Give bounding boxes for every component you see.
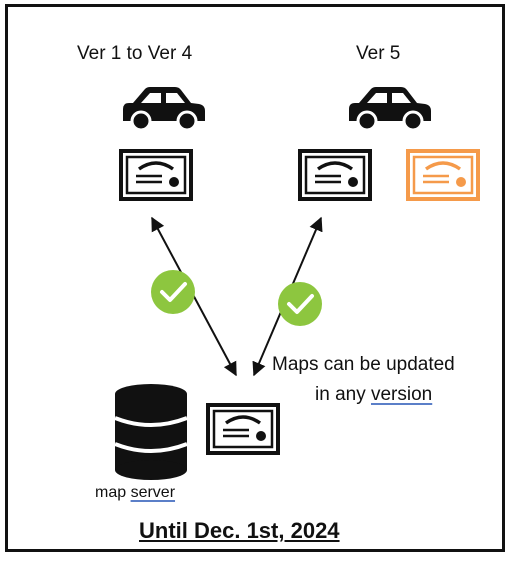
server-label-prefix: map — [95, 484, 131, 501]
map-server-label: map server — [95, 484, 175, 502]
footer-date: Until Dec. 1st, 2024 — [139, 518, 340, 543]
car-icon-right — [349, 87, 431, 132]
certificate-icon-server — [206, 403, 280, 455]
note-line-1: Maps can be updated — [272, 354, 455, 375]
note-line-2-prefix: in any — [315, 384, 371, 405]
check-icon-left — [151, 270, 195, 314]
note-line-2-word: version — [370, 384, 433, 405]
check-icon-right — [278, 282, 322, 326]
note-line-2: in any version — [315, 384, 432, 406]
right-group-title: Ver 5 — [356, 43, 401, 64]
diagram-frame — [5, 4, 505, 552]
car-icon-left — [123, 87, 205, 132]
certificate-icon-right — [298, 149, 372, 201]
server-label-word: server — [130, 484, 176, 501]
certificate-icon-orange — [406, 149, 480, 201]
database-icon — [114, 384, 188, 480]
certificate-icon-left — [119, 149, 193, 201]
left-group-title: Ver 1 to Ver 4 — [77, 43, 193, 64]
